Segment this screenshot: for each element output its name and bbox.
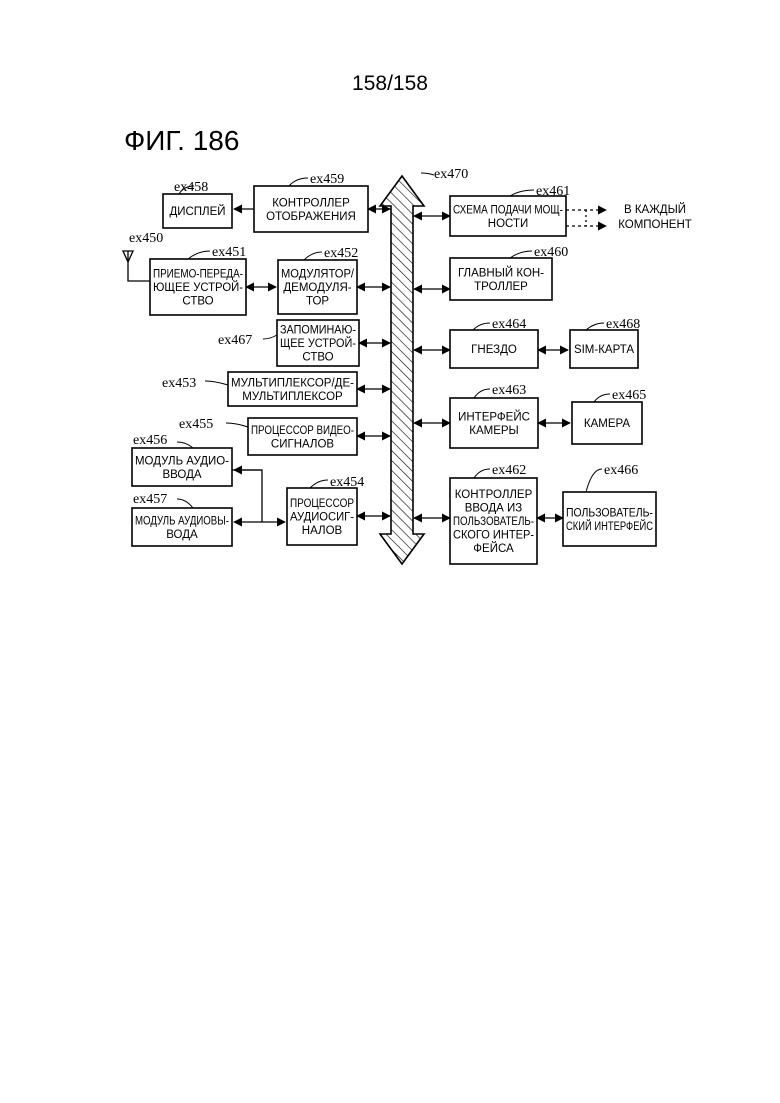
block-label-line: ТРОЛЛЕР bbox=[474, 281, 528, 293]
reference-label: ex455 bbox=[179, 417, 213, 432]
power-target-line-1: В КАЖДЫЙ bbox=[624, 203, 686, 216]
block-display-controller: КОНТРОЛЛЕР ОТОБРАЖЕНИЯ ex459 bbox=[254, 172, 368, 232]
bus-ex470 bbox=[380, 176, 424, 564]
block-label-line: SIM-КАРТА bbox=[574, 344, 634, 356]
block-label-line: МУЛЬТИПЛЕКСОР bbox=[242, 391, 343, 403]
block-label-line: СХЕМА ПОДАЧИ МОЩ- bbox=[453, 204, 563, 216]
block-multiplexer: МУЛЬТИПЛЕКСОР/ДЕ- МУЛЬТИПЛЕКСОР ex453 bbox=[162, 372, 357, 406]
block-transceiver: ПРИЕМО-ПЕРЕДА-ЮЩЕЕ УСТРОЙ- СТВО ex451 bbox=[150, 245, 246, 315]
block-label-line: ЮЩЕЕ УСТРОЙ- bbox=[153, 281, 243, 294]
block-display: ДИСПЛЕЙ ex458 bbox=[163, 180, 232, 228]
reference-label: ex458 bbox=[174, 180, 208, 195]
block-label-line: НОСТИ bbox=[488, 218, 528, 230]
bus-ref: ex470 bbox=[434, 167, 468, 182]
reference-label: ex463 bbox=[492, 383, 526, 398]
block-label-line: КОНТРОЛЛЕР bbox=[455, 489, 533, 501]
block-main-controller: ГЛАВНЫЙ КОН- ТРОЛЛЕР ex460 bbox=[450, 245, 568, 300]
block-label-line: ДЕМОДУЛЯ- bbox=[283, 282, 351, 294]
reference-label: ex466 bbox=[604, 463, 638, 478]
block-modem: МОДУЛЯТОР/ДЕМОДУЛЯ- ТОР ex452 bbox=[278, 246, 358, 314]
block-label-line: КАМЕРЫ bbox=[469, 425, 518, 437]
block-label-line: КОНТРОЛЛЕР bbox=[272, 197, 350, 209]
block-label-line: СТВО bbox=[302, 352, 333, 364]
block-label-line: СКИЙ ИНТЕРФЕЙС bbox=[566, 520, 653, 533]
block-label-line: МОДУЛЯТОР/ bbox=[281, 269, 355, 281]
block-user-interface: ПОЛЬЗОВАТЕЛЬ-СКИЙ ИНТЕРФЕЙС ex466 bbox=[563, 463, 656, 546]
block-label-line: ЗАПОМИНАЮ- bbox=[280, 325, 356, 337]
block-label-line: СТВО bbox=[182, 296, 213, 308]
reference-label: ex460 bbox=[534, 245, 568, 260]
block-label-line: ИНТЕРФЕЙС bbox=[458, 410, 530, 423]
block-label-line: СИГНАЛОВ bbox=[271, 438, 335, 450]
block-label-line: ВВОДА bbox=[162, 469, 201, 481]
block-camera-interface: ИНТЕРФЕЙС КАМЕРЫ ex463 bbox=[450, 383, 538, 448]
block-label-line: МОДУЛЬ АУДИОВЫ- bbox=[135, 515, 229, 527]
block-camera: КАМЕРА ex465 bbox=[572, 388, 646, 444]
reference-label: ex452 bbox=[324, 246, 358, 261]
reference-label: ex461 bbox=[536, 184, 570, 199]
reference-label: ex453 bbox=[162, 376, 196, 391]
reference-label: ex467 bbox=[218, 333, 252, 348]
block-label-line: ПОЛЬЗОВАТЕЛЬ- bbox=[453, 516, 534, 528]
reference-label: ex454 bbox=[330, 475, 364, 490]
reference-label: ex465 bbox=[612, 388, 646, 403]
block-label-line: ФЕЙСА bbox=[473, 542, 514, 555]
reference-label: ex451 bbox=[212, 245, 246, 260]
block-label-line: ГЛАВНЫЙ КОН- bbox=[458, 266, 544, 279]
block-memory: ЗАПОМИНАЮ-ЩЕЕ УСТРОЙ- СТВО ex467 bbox=[218, 320, 359, 366]
antenna-icon bbox=[123, 251, 150, 281]
block-label-line: ПРОЦЕССОР ВИДЕО- bbox=[251, 425, 354, 437]
block-label-line: АУДИОСИГ- bbox=[290, 512, 354, 524]
reference-label: ex459 bbox=[310, 172, 344, 187]
block-label-line: ГНЕЗДО bbox=[471, 344, 517, 356]
block-label-line: МОДУЛЬ АУДИО- bbox=[135, 455, 229, 467]
block-label-line: ПРИЕМО-ПЕРЕДА- bbox=[153, 269, 243, 281]
power-target-line-2: КОМПОНЕНТ bbox=[618, 219, 692, 231]
block-ui-input-controller: КОНТРОЛЛЕР ВВОДА ИЗПОЛЬЗОВАТЕЛЬ- СКОГО ИНТ… bbox=[450, 463, 537, 564]
block-label-line: ЩЕЕ УСТРОЙ- bbox=[280, 337, 356, 350]
block-label-line: ВОДА bbox=[166, 529, 198, 541]
block-power-supply: СХЕМА ПОДАЧИ МОЩ- НОСТИ ex461 bbox=[450, 184, 570, 236]
reference-label: ex464 bbox=[492, 317, 526, 332]
block-label-line: КАМЕРА bbox=[584, 418, 631, 430]
block-slot: ГНЕЗДО ex464 bbox=[450, 317, 538, 368]
block-label-line: ПОЛЬЗОВАТЕЛЬ- bbox=[566, 507, 653, 519]
block-label-line: ПРОЦЕССОР bbox=[290, 498, 354, 510]
block-label-line: МУЛЬТИПЛЕКСОР/ДЕ- bbox=[231, 377, 354, 389]
block-audio-input: МОДУЛЬ АУДИО- ВВОДА ex456 bbox=[132, 433, 232, 486]
block-label-line: НАЛОВ bbox=[302, 525, 343, 537]
block-label-line: ОТОБРАЖЕНИЯ bbox=[266, 211, 356, 223]
block-sim-card: SIM-КАРТА ex468 bbox=[570, 317, 640, 368]
block-label-line: ДИСПЛЕЙ bbox=[169, 205, 225, 218]
reference-label: ex457 bbox=[133, 492, 167, 507]
block-label-line: ВВОДА ИЗ bbox=[465, 503, 523, 515]
antenna-ref: ex450 bbox=[129, 231, 163, 246]
reference-label: ex468 bbox=[606, 317, 640, 332]
block-audio-processor: ПРОЦЕССОР АУДИОСИГ-НАЛОВ ex454 bbox=[287, 475, 364, 545]
block-label-line: СКОГО ИНТЕР- bbox=[453, 530, 534, 542]
reference-label: ex462 bbox=[492, 463, 526, 478]
block-label-line: ТОР bbox=[306, 296, 329, 308]
reference-label: ex456 bbox=[133, 433, 167, 448]
